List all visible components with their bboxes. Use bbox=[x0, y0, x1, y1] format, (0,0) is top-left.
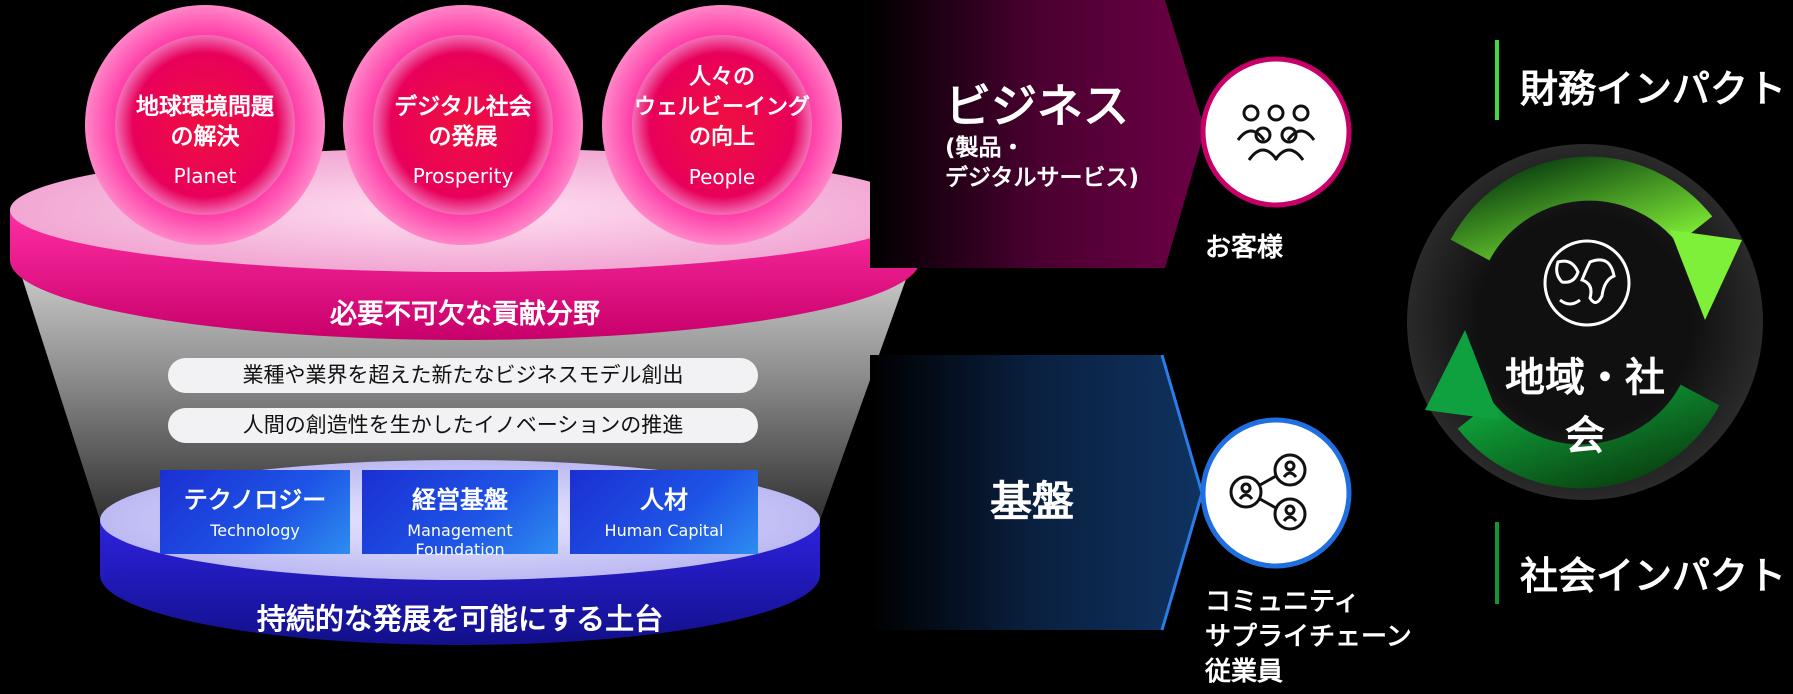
circle-people-line2: ウェルビーイング bbox=[633, 95, 810, 120]
pill-innovation: 人間の創造性を生かしたイノベーションの推進 bbox=[168, 408, 758, 443]
tile-human-capital-en: Human Capital bbox=[604, 521, 724, 540]
pink-band-title: 必要不可欠な貢献分野 bbox=[330, 299, 600, 330]
business-sub1: (製品・ bbox=[945, 135, 1025, 161]
customer-circle bbox=[1200, 56, 1352, 208]
impact-bottom-bar bbox=[1495, 522, 1499, 604]
tile-management-en: Management Foundation bbox=[407, 521, 513, 559]
circle-people-line3: の向上 bbox=[688, 125, 755, 150]
impact-top-bar bbox=[1495, 40, 1499, 120]
foundation-title: 基盤 bbox=[990, 477, 1075, 526]
foundation-arrow bbox=[870, 355, 1202, 630]
circle-prosperity-line1: デジタル社会 bbox=[394, 94, 532, 120]
circle-people-title: 人々の ウェルビーイング の向上 bbox=[622, 63, 822, 153]
circle-planet-line2: の解決 bbox=[170, 124, 240, 150]
customers-label: お客様 bbox=[1205, 233, 1284, 263]
stakeholder-circle bbox=[1200, 417, 1352, 569]
cycle-label: 地域・社会 bbox=[1505, 355, 1665, 459]
tile-technology: テクノロジー Technology bbox=[160, 470, 350, 554]
circle-planet-line1: 地球環境問題 bbox=[136, 94, 274, 120]
pill-business-model: 業種や業界を超えた新たなビジネスモデル創出 bbox=[168, 358, 758, 393]
stakeholder-community: コミュニティ bbox=[1205, 587, 1360, 617]
circle-people bbox=[602, 5, 842, 245]
tile-human-capital-jp: 人材 bbox=[640, 486, 688, 514]
business-arrow bbox=[870, 0, 1205, 268]
circle-planet bbox=[85, 5, 325, 245]
globe-leaf-icon bbox=[1543, 239, 1631, 327]
tile-management: 経営基盤 Management Foundation bbox=[362, 470, 558, 559]
financial-impact-label: 財務インパクト bbox=[1520, 67, 1787, 111]
people-group-icon bbox=[1236, 104, 1316, 161]
circle-people-line1: 人々の bbox=[688, 65, 755, 90]
circle-people-en: People bbox=[688, 165, 756, 189]
circle-prosperity-line2: の発展 bbox=[428, 124, 498, 150]
tile-technology-en: Technology bbox=[210, 521, 300, 540]
tile-technology-jp: テクノロジー bbox=[183, 486, 327, 514]
cycle-arrows bbox=[1425, 156, 1742, 489]
stakeholders-label: コミュニティ サプライチェーン 従業員 bbox=[1205, 585, 1412, 690]
stakeholder-employees: 従業員 bbox=[1205, 657, 1284, 687]
circle-planet-en: Planet bbox=[173, 164, 237, 188]
business-title: ビジネス bbox=[945, 79, 1129, 133]
circle-planet-title: 地球環境問題 の解決 bbox=[105, 92, 305, 152]
network-people-icon bbox=[1229, 453, 1307, 531]
tile-management-jp: 経営基盤 bbox=[412, 486, 508, 514]
blue-band-title: 持続的な発展を可能にする土台 bbox=[256, 602, 664, 636]
stakeholder-supply-chain: サプライチェーン bbox=[1205, 622, 1412, 652]
circle-prosperity-en: Prosperity bbox=[412, 164, 514, 188]
circle-prosperity-title: デジタル社会 の発展 bbox=[363, 92, 563, 152]
social-impact-label: 社会インパクト bbox=[1520, 554, 1787, 598]
tile-human-capital: 人材 Human Capital bbox=[570, 470, 758, 554]
circle-prosperity bbox=[343, 5, 583, 245]
business-sub2: デジタルサービス) bbox=[945, 165, 1140, 191]
